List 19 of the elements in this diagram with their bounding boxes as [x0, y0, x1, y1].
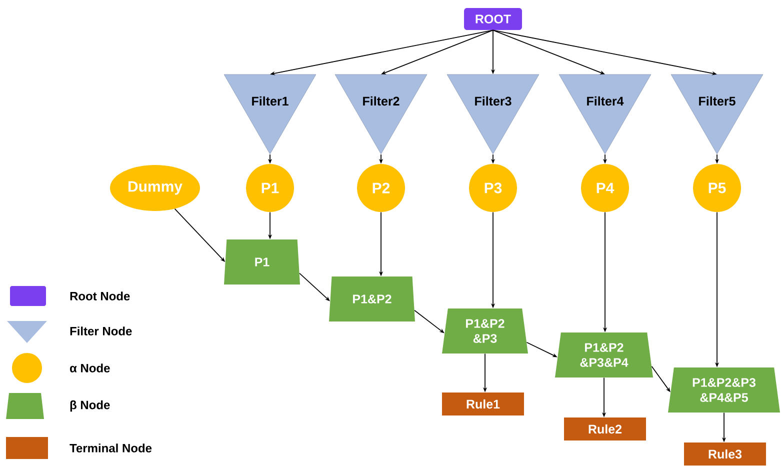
beta-trapezoid: P1&P2&P3 &P4&P5 — [668, 368, 780, 412]
legend-label: Terminal Node — [70, 444, 152, 452]
terminal-box: Rule3 — [684, 442, 766, 466]
beta-trapezoid: P1&P2 &P3&P4 — [555, 332, 653, 378]
legend-label: β Node — [70, 400, 110, 412]
beta-trapezoid: P1 — [224, 240, 300, 284]
filter-triangle: Filter5 — [670, 74, 764, 154]
legend-label: α Node — [70, 364, 110, 372]
beta-trapezoid: P1&P2 — [329, 276, 415, 322]
legend-label: Filter Node — [70, 326, 132, 336]
filter-triangle: Filter3 — [446, 74, 540, 154]
terminal-box: Rule1 — [442, 392, 524, 416]
filter-triangle: Filter2 — [334, 74, 428, 154]
filter-triangle: Filter4 — [558, 74, 652, 154]
filter-triangle: Filter1 — [224, 74, 316, 154]
legend-label: Root Node — [70, 292, 130, 300]
root-box: ROOT — [464, 8, 522, 30]
terminal-box: Rule2 — [564, 418, 646, 440]
beta-trapezoid: P1&P2 &P3 — [442, 308, 528, 354]
